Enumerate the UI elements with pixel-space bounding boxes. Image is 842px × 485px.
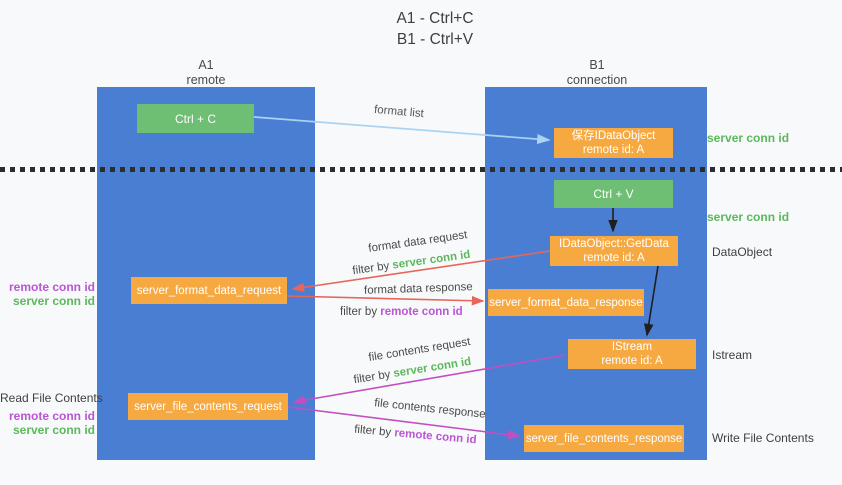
side-label-dataobject: DataObject	[712, 245, 773, 259]
node-istream-line1: IStream	[611, 341, 653, 353]
node-ctrl-v-label: Ctrl + V	[593, 187, 634, 201]
node-server-file-contents-response-label: server_file_contents_response	[525, 432, 683, 445]
node-server-format-data-request-label: server_format_data_request	[136, 284, 282, 297]
node-server-file-contents-response: server_file_contents_response	[524, 425, 684, 452]
side-label-istream: Istream	[712, 348, 753, 362]
node-server-format-data-response-label: server_format_data_response	[489, 296, 643, 309]
diagram-title: A1 - Ctrl+C B1 - Ctrl+V	[350, 8, 520, 50]
side-label-server-conn-id-mid: server conn id	[707, 210, 790, 224]
node-save-dataobject-line2: remote id: A	[582, 144, 645, 156]
title-line-2: B1 - Ctrl+V	[396, 31, 474, 48]
node-server-file-contents-request-label: server_file_contents_request	[134, 400, 282, 413]
node-istream: IStream remote id: A	[568, 339, 696, 369]
lane-a-subtitle: remote	[186, 73, 226, 87]
label-file-contents-response: file contents response	[373, 397, 487, 421]
node-getdata-line2: remote id: A	[583, 252, 645, 264]
label-filter-remote-conn-2: filter by remote conn id	[354, 424, 477, 447]
filter-value-remote-conn-id: remote conn id	[393, 427, 477, 447]
arrow-format-data-response	[286, 295, 485, 306]
node-ctrl-c: Ctrl + C	[137, 104, 254, 133]
filter-value-server-conn-id: server conn id	[391, 248, 472, 272]
side-label-server-conn-id-left-top: server conn id	[12, 294, 95, 308]
filter-value-server-conn-id: server conn id	[392, 355, 473, 380]
filter-prefix: filter by	[352, 368, 395, 387]
side-label-server-conn-id-top: server conn id	[707, 131, 790, 145]
label-filter-remote-conn-1: filter by remote conn id	[340, 306, 463, 318]
label-format-list: format list	[373, 103, 425, 121]
dotted-separator	[0, 167, 842, 172]
side-label-read-file-contents: Read File Contents	[0, 391, 103, 405]
side-label-server-conn-id-left-bottom: server conn id	[12, 423, 95, 437]
filter-value-remote-conn-id: remote conn id	[380, 306, 463, 318]
node-save-dataobject-line1: 保存IDataObject	[571, 130, 656, 142]
lane-a-name: A1	[198, 58, 214, 72]
node-ctrl-c-label: Ctrl + C	[174, 111, 216, 126]
node-ctrl-v: Ctrl + V	[554, 180, 673, 208]
node-server-file-contents-request: server_file_contents_request	[128, 393, 288, 420]
node-getdata-line1: IDataObject::GetData	[559, 238, 669, 250]
lane-b-name: B1	[589, 58, 605, 72]
filter-prefix: filter by	[353, 423, 395, 440]
node-server-format-data-request: server_format_data_request	[131, 277, 287, 304]
label-format-data-response: format data response	[363, 281, 473, 297]
node-server-format-data-response: server_format_data_response	[488, 289, 644, 316]
node-save-dataobject: 保存IDataObject remote id: A	[554, 128, 673, 158]
lane-b-subtitle: connection	[566, 73, 628, 87]
side-label-remote-conn-id-bottom: remote conn id	[8, 409, 95, 423]
lane-a-header: A1 remote	[151, 58, 261, 88]
lane-b-header: B1 connection	[542, 58, 652, 88]
node-getdata: IDataObject::GetData remote id: A	[550, 236, 678, 266]
title-line-1: A1 - Ctrl+C	[396, 10, 474, 27]
side-label-remote-conn-id-top: remote conn id	[8, 280, 95, 294]
side-label-write-file-contents: Write File Contents	[712, 431, 814, 445]
node-istream-line2: remote id: A	[601, 355, 663, 367]
filter-prefix: filter by	[351, 259, 394, 278]
filter-prefix: filter by	[340, 306, 381, 318]
